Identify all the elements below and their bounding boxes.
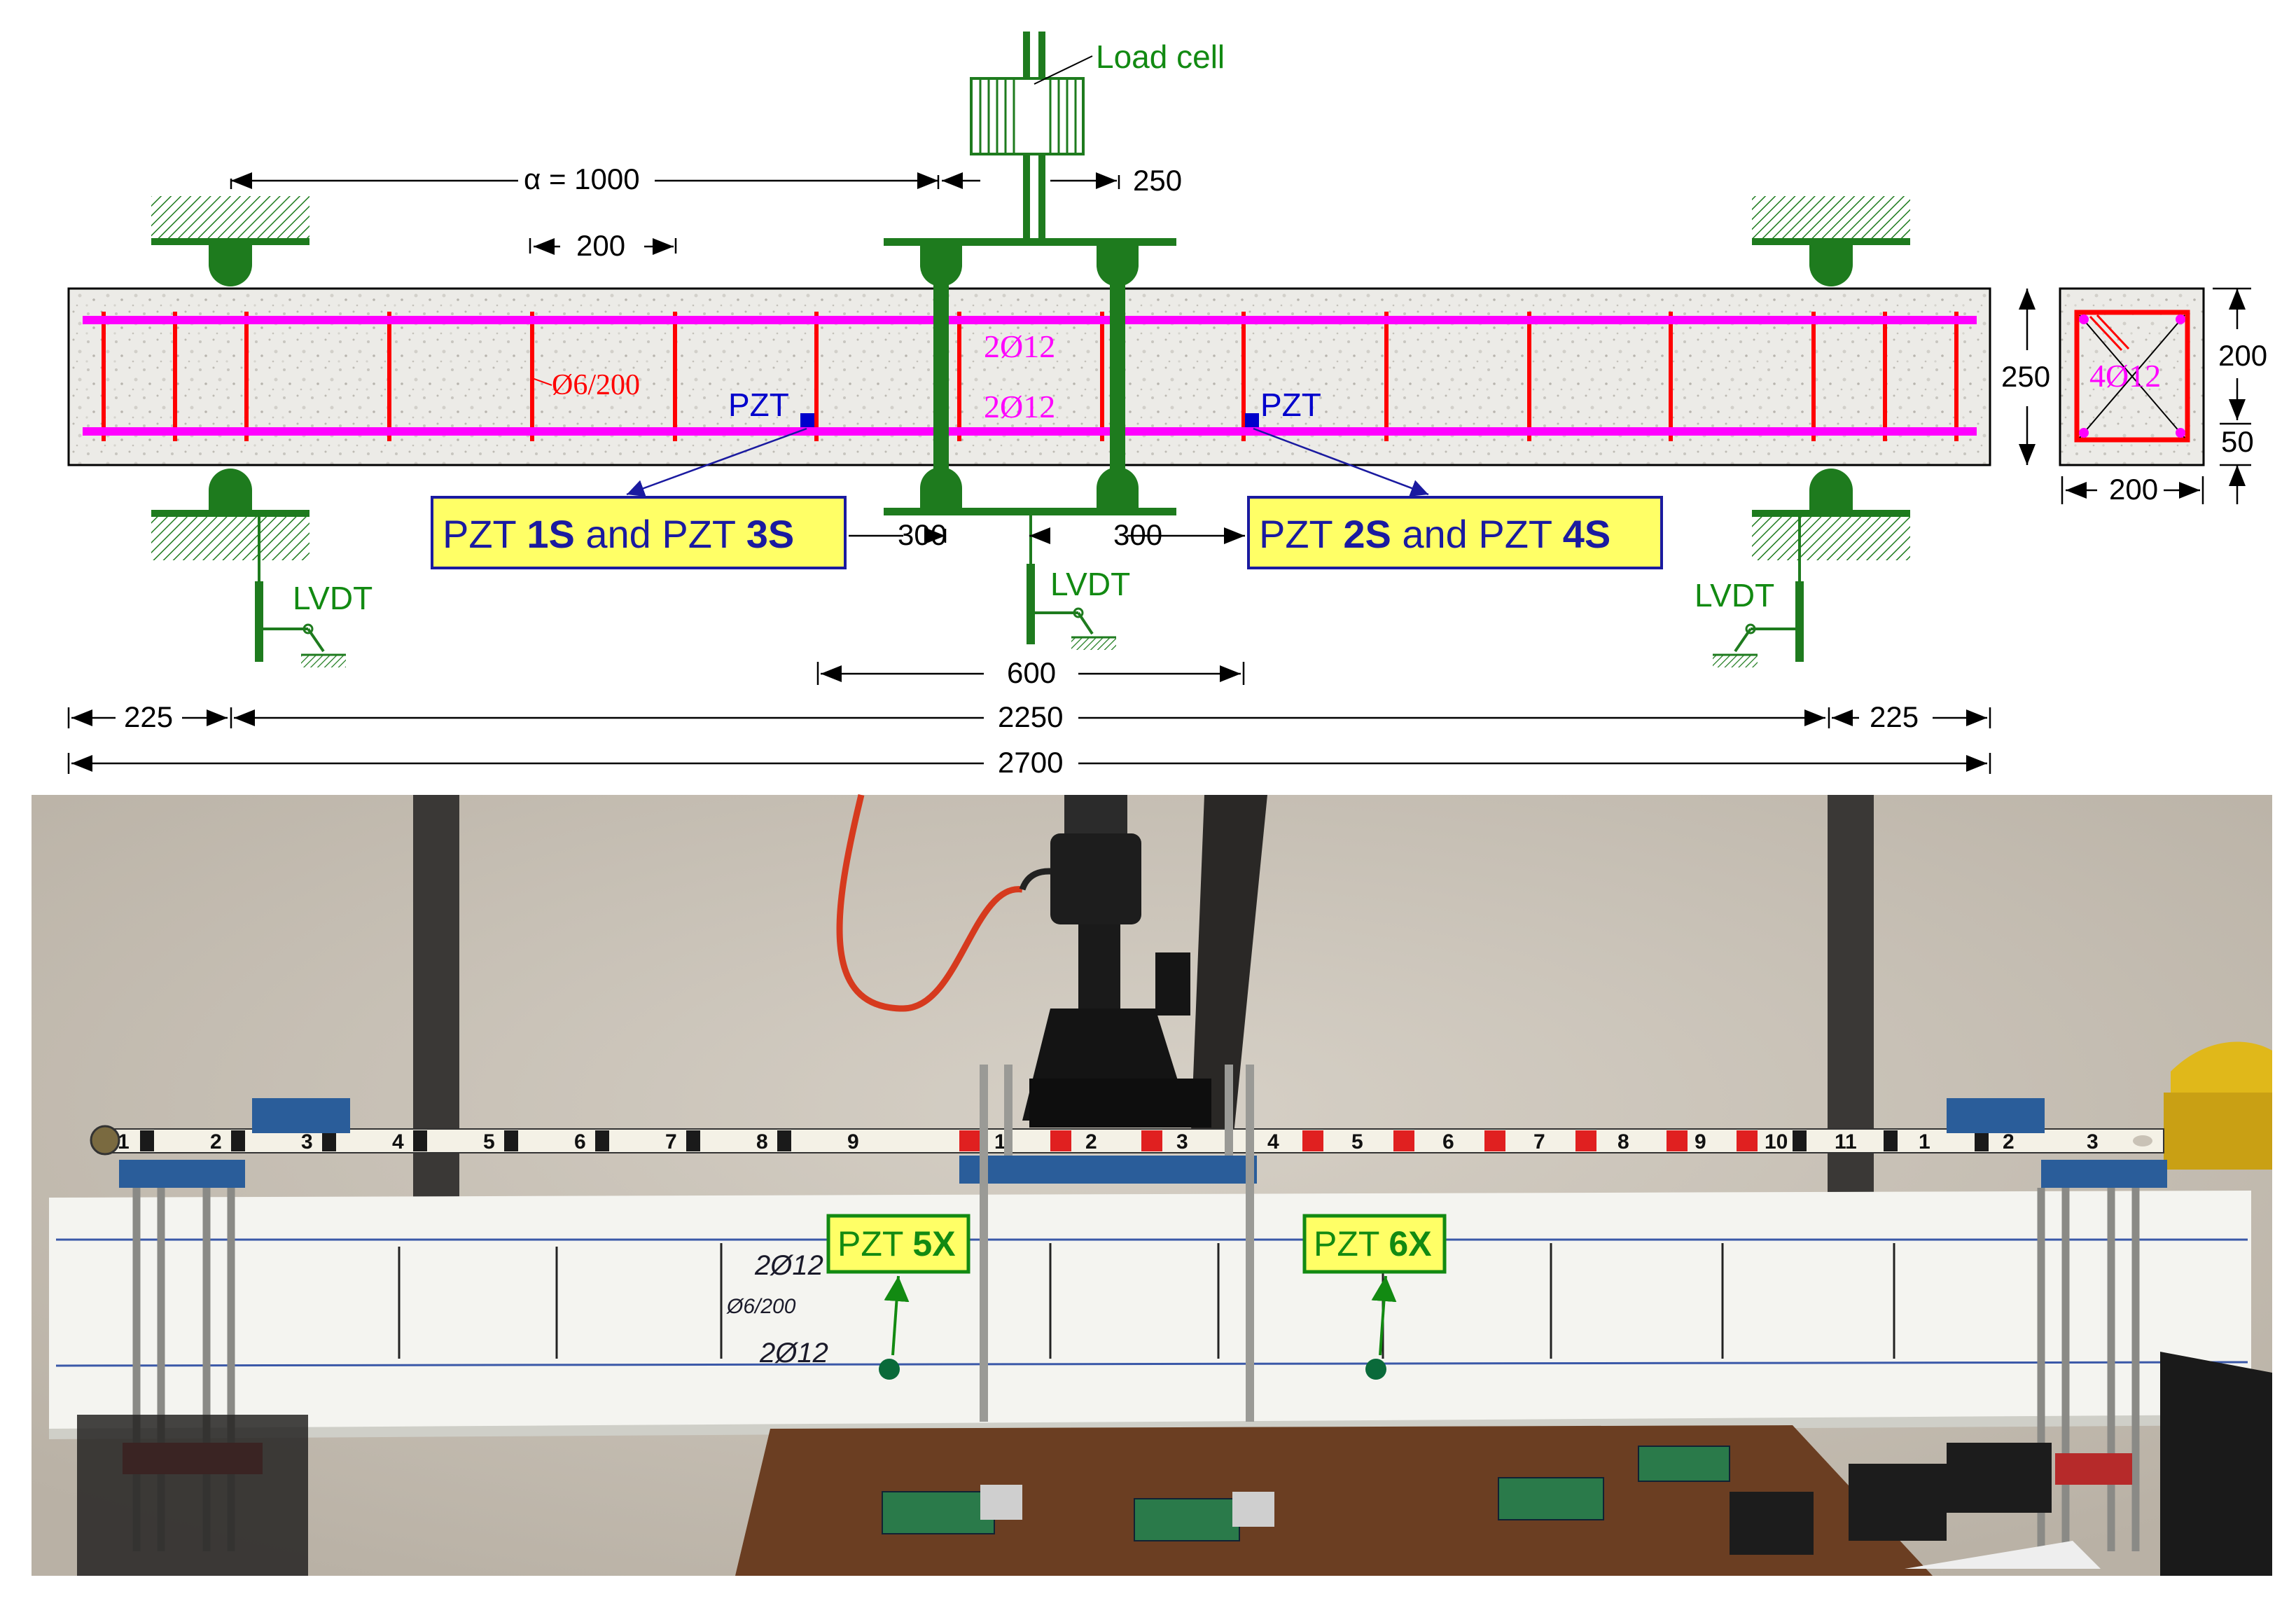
beam-bottom-bars-label: 2Ø12 (759, 1338, 828, 1368)
lvdt-right: LVDT (1695, 517, 1804, 667)
pzt-sensor-left (800, 413, 814, 427)
cross-section: 4Ø12 (2059, 287, 2205, 466)
dimension-lines (67, 172, 2036, 774)
dim-200-top: 200 (576, 229, 625, 262)
lvdt-left: LVDT (255, 517, 373, 667)
beam-diagram: Load cell (67, 32, 2267, 779)
svg-text:PZT 1S and PZT 3S: PZT 1S and PZT 3S (443, 512, 794, 556)
tape-number: 7 (665, 1130, 677, 1153)
dim-beam-height: 250 (2001, 360, 2050, 393)
tape-number: 6 (574, 1130, 586, 1153)
tape-number: 11 (1835, 1130, 1857, 1153)
beam-stirrup-label: Ø6/200 (726, 1295, 796, 1318)
tape-number: 3 (2087, 1130, 2099, 1153)
beam-body (67, 287, 1991, 466)
dim-225-right: 225 (1870, 700, 1919, 733)
tape-number: 4 (1267, 1130, 1279, 1153)
tape-number: 2 (2003, 1130, 2015, 1153)
dim-alpha: α = 1000 (524, 162, 640, 195)
dim-250-top: 250 (1133, 164, 1182, 197)
stirrups (102, 312, 1958, 441)
tape-number: 1 (118, 1130, 130, 1153)
bottom-bars-label: 2Ø12 (984, 389, 1055, 424)
lvdt-center: LVDT (1027, 515, 1130, 650)
callout-pzt-1s-3s: PZT 1S and PZT 3S (431, 496, 847, 569)
pzt-5x-label: PZT 5X (826, 1214, 970, 1274)
measuring-tape: 1 2 3 4 5 6 7 8 9 1 2 3 4 5 6 7 8 9 10 1… (90, 1125, 2164, 1156)
lvdt-right-label: LVDT (1695, 577, 1774, 614)
dim-300-right: 300 (1113, 518, 1162, 551)
section-width-200: 200 (2109, 473, 2158, 506)
support-left (151, 196, 309, 560)
support-frame-left (77, 1098, 350, 1576)
sensor-boards (882, 1352, 2272, 1576)
svg-text:PZT 5X: PZT 5X (837, 1224, 956, 1263)
tape-number: 7 (1533, 1130, 1545, 1153)
section-height-200: 200 (2218, 339, 2267, 372)
tape-number: 9 (1695, 1130, 1706, 1153)
section-cover-50: 50 (2221, 425, 2254, 458)
svg-text:PZT 6X: PZT 6X (1314, 1224, 1432, 1263)
tape-number: 8 (1617, 1130, 1629, 1153)
tape-number: 4 (392, 1130, 404, 1153)
callout-pzt-2s-4s: PZT 2S and PZT 4S (1247, 496, 1663, 569)
dim-600: 600 (1007, 656, 1056, 689)
tape-number: 9 (847, 1130, 859, 1153)
dim-225-left: 225 (124, 700, 173, 733)
load-cell: Load cell (970, 32, 1225, 242)
svg-text:PZT 2S and PZT 4S: PZT 2S and PZT 4S (1259, 512, 1610, 556)
tape-number: 2 (210, 1130, 222, 1153)
tape-number: 3 (1176, 1130, 1188, 1153)
pzt-left-label: PZT (728, 387, 789, 423)
tape-number: 8 (756, 1130, 768, 1153)
pzt-right-label: PZT (1260, 387, 1321, 423)
tape-number: 6 (1442, 1130, 1454, 1153)
loading-frame-photo (959, 1065, 1257, 1422)
lvdt-left-label: LVDT (293, 580, 373, 616)
stirrup-label: Ø6/200 (552, 369, 640, 401)
tape-number: 5 (1351, 1130, 1363, 1153)
support-right (1752, 196, 1910, 560)
tape-number: 1 (994, 1130, 1006, 1153)
tape-number: 1 (1919, 1130, 1930, 1153)
concrete-beam (49, 1191, 2251, 1436)
tape-number: 3 (301, 1130, 313, 1153)
dim-300-left: 300 (898, 518, 947, 551)
section-bars-label: 4Ø12 (2089, 358, 2161, 394)
dim-2700: 2700 (998, 746, 1063, 779)
beam-top-bars-label: 2Ø12 (754, 1250, 823, 1281)
top-bars-label: 2Ø12 (984, 328, 1055, 364)
pzt-6x-label: PZT 6X (1302, 1214, 1447, 1274)
test-photo: 1 2 3 4 5 6 7 8 9 1 2 3 4 5 6 7 8 9 10 1… (32, 793, 2272, 1576)
table (735, 1425, 1933, 1576)
longitudinal-rebars (83, 316, 1977, 436)
lvdt-center-label: LVDT (1050, 566, 1130, 602)
tape-number: 10 (1765, 1130, 1788, 1153)
pzt-patches-photo (879, 1359, 1386, 1380)
dim-2250: 2250 (998, 700, 1063, 733)
load-cell-label: Load cell (1096, 39, 1225, 75)
pzt-sensor-right (1245, 413, 1259, 427)
tape-number: 2 (1085, 1130, 1097, 1153)
tape-number: 5 (483, 1130, 495, 1153)
